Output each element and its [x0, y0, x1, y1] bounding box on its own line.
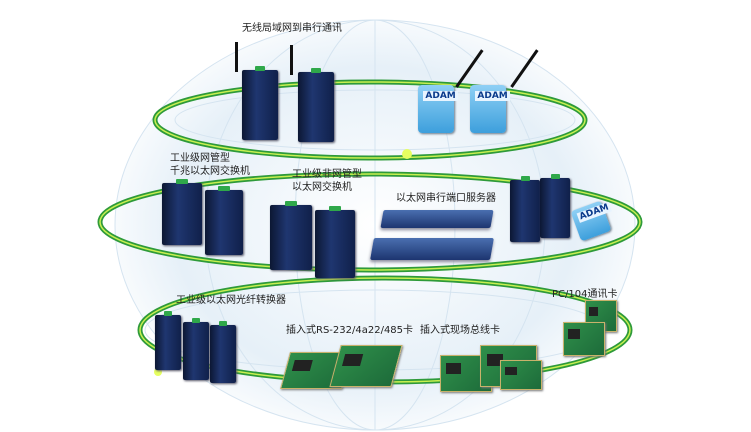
adam-logo: ADAM [423, 90, 458, 101]
wireless-serial-server [298, 68, 334, 142]
label-fieldbus-card: 插入式现场总线卡 [420, 325, 500, 336]
unmanaged-switch [315, 206, 355, 278]
managed-switch [205, 186, 243, 255]
managed-switch [162, 179, 202, 245]
antenna-icon [235, 42, 238, 72]
ethernet-device [510, 176, 540, 242]
wireless-serial-server [242, 66, 278, 140]
label-wireless: 无线局域网到串行通讯 [242, 23, 342, 34]
label-serial-server: 以太网串行端口服务器 [396, 193, 496, 204]
label-fiber-converter: 工业级以太网光纤转换器 [176, 295, 286, 306]
label-line: 工业级非网管型 [292, 169, 362, 180]
label-line: 以太网交换机 [292, 182, 352, 193]
label-managed-switch: 工业级网管型千兆以太网交换机 [170, 152, 250, 178]
adam-wireless-module: ADAM [418, 85, 458, 133]
fiber-converter [155, 311, 181, 370]
label-line: 千兆以太网交换机 [170, 166, 250, 177]
antenna-icon [290, 45, 293, 75]
label-line: 工业级网管型 [170, 153, 230, 164]
label-unmanaged-switch: 工业级非网管型以太网交换机 [292, 168, 362, 194]
ring-node [402, 149, 412, 159]
ethernet-device [540, 174, 570, 238]
adam-logo: ADAM [475, 90, 510, 101]
label-pc104-card: PC/104通讯卡 [552, 289, 618, 300]
ring-node [154, 368, 162, 376]
pc104-card [563, 322, 605, 356]
serial-device-server [370, 238, 494, 260]
serial-card [329, 345, 403, 387]
label-serial-card: 插入式RS-232/4a22/485卡 [286, 325, 414, 336]
unmanaged-switch [270, 201, 312, 270]
fiber-converter [210, 321, 236, 383]
fieldbus-card [500, 360, 542, 390]
adam-wireless-module: ADAM [470, 85, 510, 133]
fiber-converter [183, 318, 209, 380]
serial-device-server [380, 210, 494, 228]
